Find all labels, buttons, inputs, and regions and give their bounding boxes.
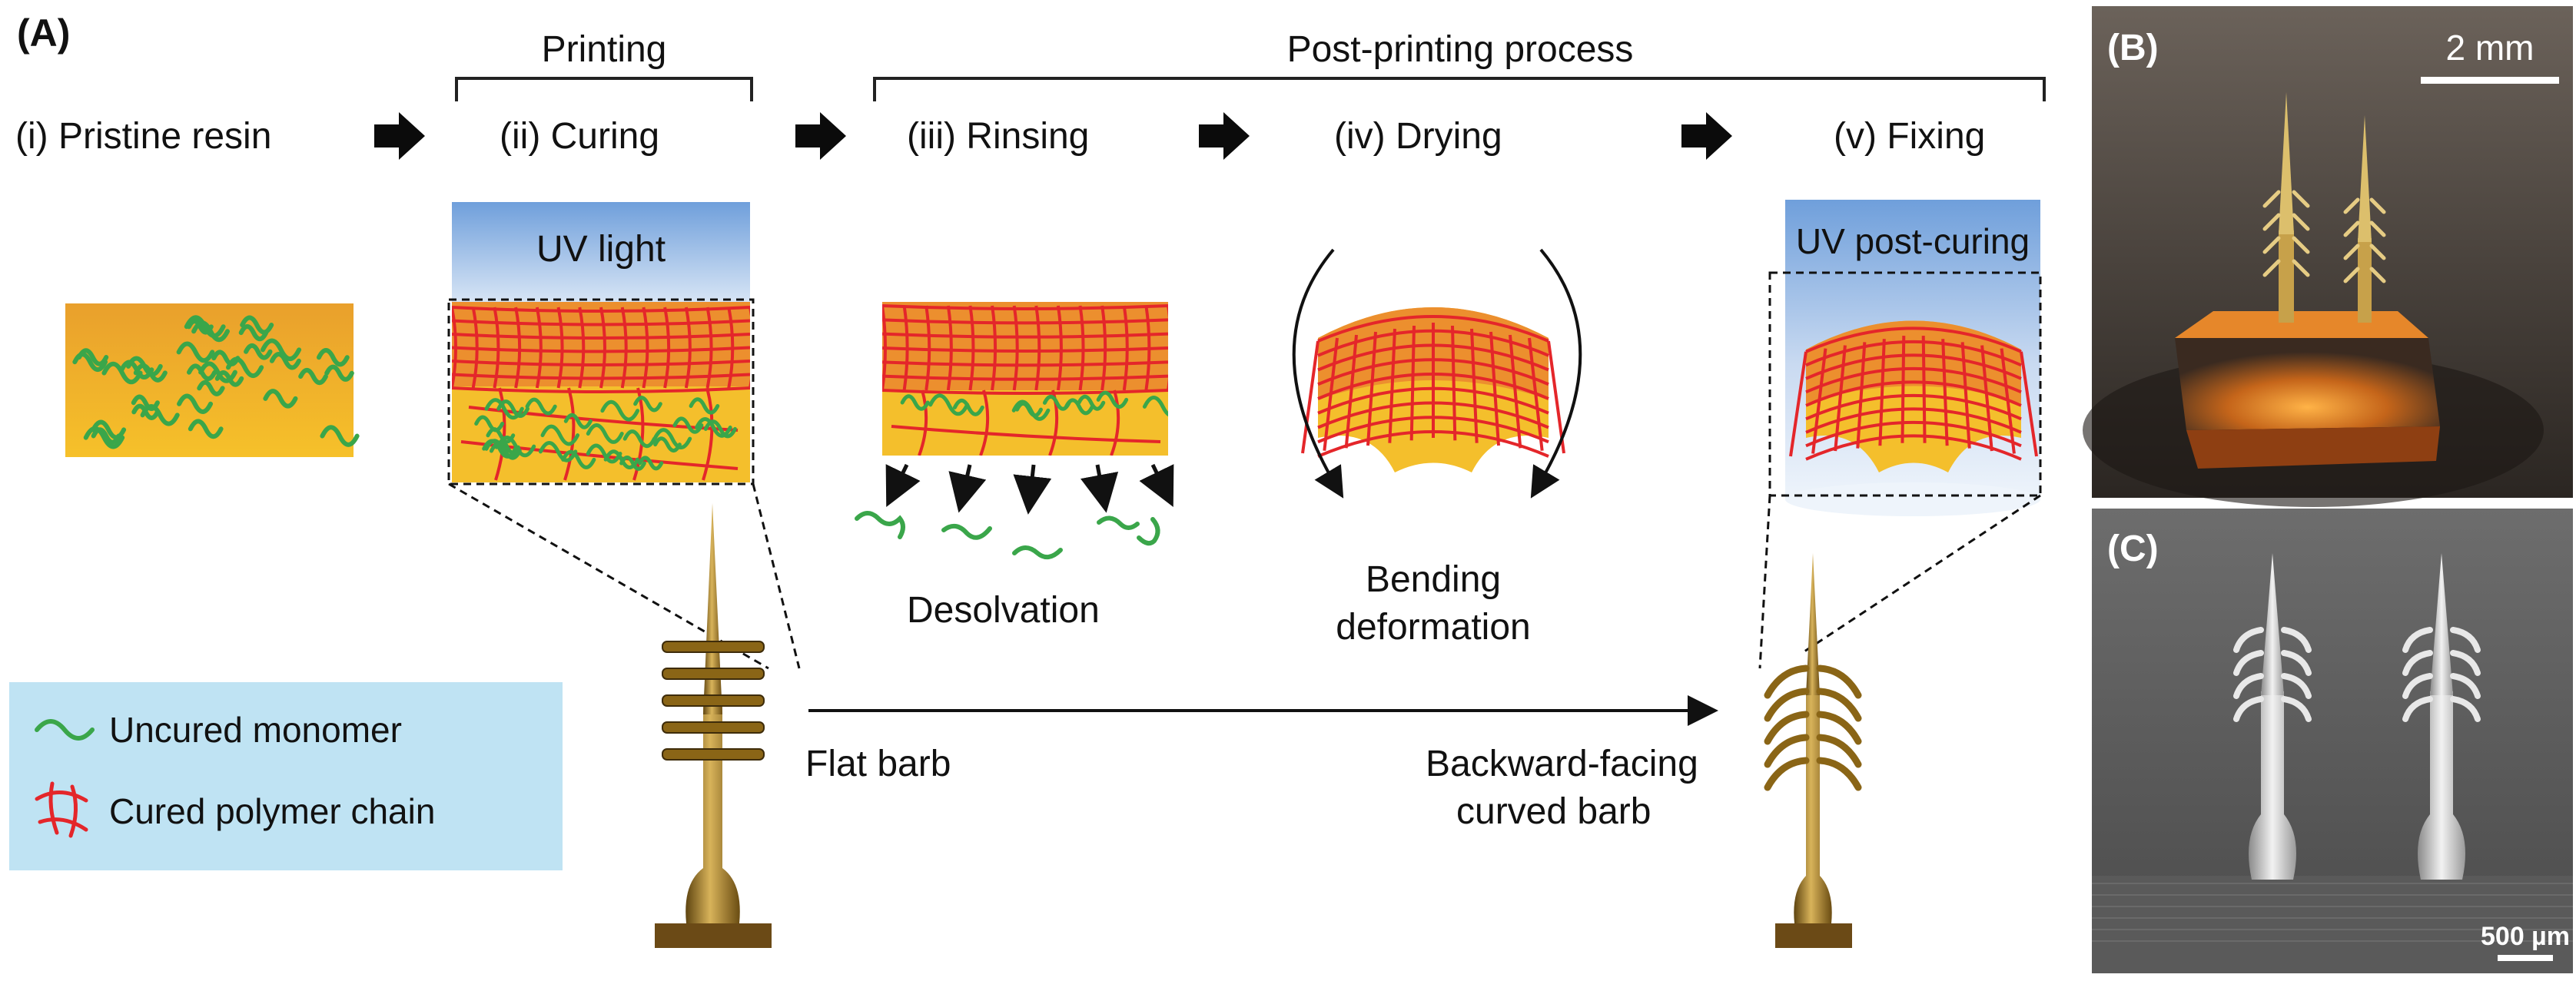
sem-scale-label: 500 µm [2481, 922, 2570, 951]
desolvation-arrows [885, 463, 1174, 515]
printing-header: Printing [542, 29, 667, 70]
bending-label: Bending [1366, 559, 1501, 600]
drying-bent-block [1301, 307, 1565, 472]
zoom-line [752, 483, 801, 669]
curved-barb-label-1: Backward-facing [1426, 744, 1698, 784]
photo-scale-label: 2 mm [2446, 28, 2535, 68]
step-pristine-resin: (i) Pristine resin [15, 116, 271, 157]
sem-needle [2402, 553, 2481, 880]
curved-barb-label-2: curved barb [1456, 791, 1651, 832]
uv-post-curing-block: UV post-curing [1785, 200, 2040, 516]
curing-resin-block [452, 302, 750, 482]
uncured-monomer-group [474, 396, 737, 471]
photo-scale-bar [2421, 77, 2559, 84]
uv-light-block: UV light [452, 202, 750, 310]
deformation-label: deformation [1336, 607, 1530, 648]
uncured-monomer-group [72, 315, 360, 449]
cured-polymer-swatch [35, 781, 88, 838]
step-curing: (ii) Curing [500, 116, 659, 157]
flat-barb-microneedle [655, 503, 772, 948]
printing-bracket: Printing [455, 29, 753, 101]
post-printing-bracket: Post-printing process [873, 29, 2046, 101]
uv-post-curing-label: UV post-curing [1796, 221, 2030, 261]
panel-label-a: (A) [17, 12, 70, 55]
photo-needle [2262, 92, 2310, 323]
bending-arrows [1292, 248, 1582, 499]
cured-polymer-network [1301, 315, 1565, 458]
zoom-box-curing [447, 298, 755, 486]
step-arrow [374, 112, 425, 160]
photo-panel: (B) 2 mm [2083, 6, 2573, 507]
sem-scale-bar [2498, 955, 2553, 961]
step-fixing: (v) Fixing [1834, 116, 1985, 157]
released-monomers [855, 511, 1160, 560]
curved-barb-microneedle [1764, 553, 1862, 948]
zoom-line [1801, 494, 2041, 655]
panel-label-c: (C) [2107, 529, 2159, 569]
legend-cured-label: Cured polymer chain [109, 791, 435, 831]
uncured-monomer-group [900, 390, 1168, 421]
uv-light-label: UV light [536, 229, 666, 270]
step-arrow [1681, 112, 1732, 160]
sem-needle [2233, 553, 2312, 880]
zoom-box-fixing [1768, 271, 2042, 497]
desolvation-label: Desolvation [907, 590, 1100, 631]
zoom-line [1758, 495, 1771, 669]
step-arrow [795, 112, 846, 160]
sem-panel: (C) 500 µm [2092, 509, 2573, 973]
pristine-resin-block [65, 303, 360, 457]
step-drying: (iv) Drying [1334, 116, 1502, 157]
flat-barb-label: Flat barb [805, 744, 951, 784]
rinsing-resin-block [882, 302, 1168, 456]
uncured-monomer-swatch [35, 719, 95, 741]
post-printing-header: Post-printing process [1287, 29, 1634, 70]
legend: Uncured monomer Cured polymer chain [9, 682, 563, 870]
step-arrow [1199, 112, 1250, 160]
cured-polymer-network [1789, 326, 2038, 461]
photo-needle [2343, 115, 2386, 323]
step-rinsing: (iii) Rinsing [907, 116, 1089, 157]
legend-uncured-label: Uncured monomer [109, 710, 402, 750]
panel-label-b: (B) [2107, 28, 2159, 68]
